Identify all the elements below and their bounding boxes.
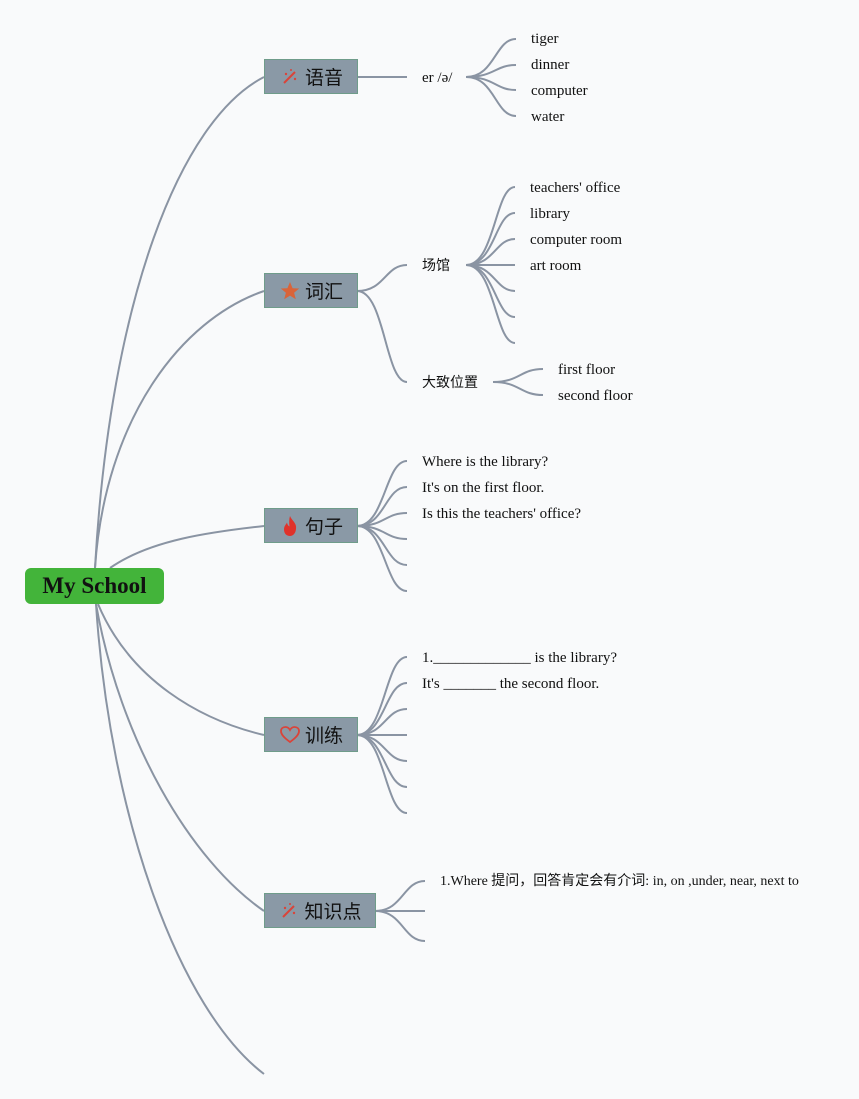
topic-node-knowledge-points[interactable]: 知识点: [264, 893, 376, 928]
heart-icon: [279, 724, 301, 746]
leaf-node[interactable]: water: [531, 109, 565, 125]
magic-wand-icon: [278, 900, 300, 922]
subtopic-node[interactable]: 场馆: [422, 258, 450, 274]
topic-label: 训练: [304, 725, 343, 747]
leaf-node[interactable]: Is this the teachers' office?: [422, 506, 582, 522]
leaf-node[interactable]: tiger: [531, 31, 559, 47]
topic-node-pronunciation[interactable]: 语音: [264, 59, 358, 94]
leaf-node[interactable]: It's _______ the second floor.: [422, 676, 600, 692]
topic-label: 知识点: [304, 901, 362, 923]
root-label: My School: [42, 573, 147, 598]
leaf-node[interactable]: 1.Where 提问，回答肯定会有介词: in, on ,under, near…: [440, 874, 799, 889]
leaf-node[interactable]: second floor: [558, 388, 633, 404]
leaf-node[interactable]: Where is the library?: [422, 454, 549, 470]
topic-label: 语音: [304, 67, 343, 89]
leaf-node[interactable]: teachers' office: [530, 180, 621, 196]
subtopic-node[interactable]: er /ə/: [422, 70, 453, 86]
topic-label: 词汇: [304, 281, 343, 303]
topic-node-vocabulary[interactable]: 词汇: [264, 273, 358, 308]
magic-wand-icon: [279, 66, 301, 88]
leaf-node[interactable]: art room: [530, 258, 582, 274]
leaf-node[interactable]: first floor: [558, 362, 616, 378]
topic-label: 句子: [304, 516, 343, 538]
subtopic-node[interactable]: 大致位置: [422, 375, 478, 391]
leaf-node[interactable]: dinner: [531, 57, 570, 73]
fire-icon: [279, 515, 301, 537]
leaf-node[interactable]: computer: [531, 83, 588, 99]
leaf-node[interactable]: It's on the first floor.: [422, 480, 545, 496]
leaf-node[interactable]: computer room: [530, 232, 623, 248]
leaf-node[interactable]: library: [530, 206, 570, 222]
leaf-node[interactable]: 1._____________ is the library?: [422, 650, 617, 666]
root-node[interactable]: My School: [25, 568, 164, 604]
topic-node-sentences[interactable]: 句子: [264, 508, 358, 543]
star-icon: [279, 280, 301, 302]
topic-node-practice[interactable]: 训练: [264, 717, 358, 752]
